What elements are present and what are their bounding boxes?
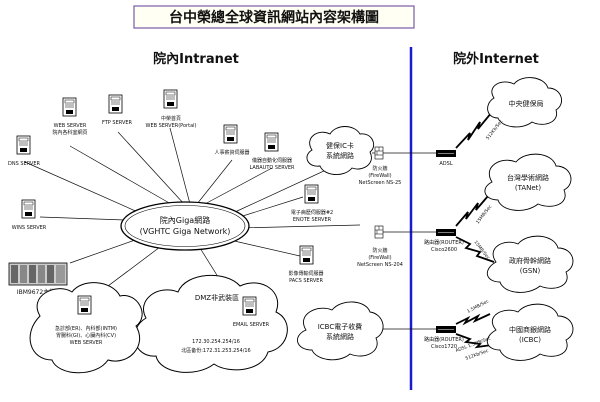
router-cisco1720-label-2: Cisco1720 [431,344,457,350]
server-portal-label-2: WEB SERVER(Portal) [146,123,197,129]
server-labauto: 儀器自動化伺服器 LABAUTO SERVER [250,132,296,171]
core-line1: 院內Giga網路 [160,215,210,225]
lightning-tanet [455,195,489,227]
diagram-title: 台中榮總全球資訊網站內容架構圖 [169,9,379,26]
cloud-icbc-bank: 中國商銀網路 (ICBC) [486,303,574,361]
cloud-icbc-bank-label-2: (ICBC) [519,336,541,344]
router-cisco2600: 路由器(ROUTER) Cisco2600 [424,228,464,253]
server-web-dept-label-1: WEB SERVER [54,123,87,129]
server-enote-label-2: ENOTE SERVER [293,217,332,223]
cloud-ic-card-label-1: 健保IC卡 [326,141,354,150]
lightning-gsn [455,236,495,263]
cloud-gsn-label-2: (GSN) [520,267,541,275]
server-labauto-label-1: 儀器自動化伺服器 [252,157,292,164]
cloud-icbc-system-label-2: 系統網路 [326,332,354,341]
lightning-icbc-bottom [455,333,493,349]
cloud-gsn-label-1: 政府骨幹網路 [509,256,551,265]
core-network: 院內Giga網路 (VGHTC Giga Network) [120,201,250,251]
lightning-icbc-top [455,313,491,326]
server-enote-label-1: 電子病歷伺服器#2 [291,209,333,216]
server-dns-label: DNS SERVER [8,161,40,167]
core-line2: (VGHTC Giga Network) [140,227,231,236]
speed-icbc-bottom-2: 512Kb/Sec [465,348,490,362]
server-pacs: 影像傳輸伺服器 PACS SERVER [288,245,324,284]
server-enote: 電子病歷伺服器#2 ENOTE SERVER [291,184,333,223]
dept-web-label-3: WEB SERVER [70,340,103,346]
server-ibm-mainframe: IBM9672主機 [8,262,68,296]
dmz-ip-1: 172.30.254.254/16 [192,339,240,345]
lightning-links [455,111,495,349]
cloud-icbc-bank-label-1: 中國商銀網路 [509,325,551,334]
dept-web-label-1: 急診部(ER)、內科部(INTM) [55,325,117,332]
server-wins-label: WINS SERVER [12,225,47,231]
intranet-heading: 院內Intranet [153,51,239,67]
cloud-gsn: 政府骨幹網路 (GSN) [486,235,574,293]
server-personnel-label: 人事薪資伺服器 [214,149,249,156]
cloud-tanet: 台灣學術網路 (TANet) [484,153,572,211]
router-cisco2600-label-1: 路由器(ROUTER) [424,239,464,246]
internet-heading: 院外Internet [453,51,539,67]
dept-web-cloud: 急診部(ER)、內科部(INTM) 胃腸科(GI)、心臟內科(CV) WEB S… [29,282,143,374]
server-web-dept: WEB SERVER 院內各科室網頁 [52,97,88,136]
firewall-ns25-label-3: NetScreen NS-25 [359,180,402,186]
server-web-dept-label-2: 院內各科室網頁 [52,129,87,136]
router-cisco2600-label-2: Cisco2600 [431,247,457,253]
firewall-ns204: 防火牆 (FireWall) NetScreen NS-204 [357,225,403,268]
firewall-ns204-label-2: (FireWall) [368,255,391,261]
cloud-ic-card-label-2: 系統網路 [326,151,354,160]
firewall-ns25: 防火牆 (FireWall) NetScreen NS-25 [359,146,402,186]
cloud-ic-card: 健保IC卡 系統網路 [306,126,374,175]
server-pacs-label-2: PACS SERVER [289,278,323,284]
title-box: 台中榮總全球資訊網站內容架構圖 [133,5,415,29]
cloud-tanet-label-1: 台灣學術網路 [507,173,549,182]
server-ftp: FTP SERVER [102,94,133,126]
server-pacs-label-1: 影像傳輸伺服器 [288,270,323,277]
router-cisco1720: 路由器(ROUTER) Cisco1720 [424,325,464,350]
router-cisco1720-label-1: 路由器(ROUTER) [424,336,464,343]
server-labauto-label-2: LABAUTO SERVER [250,165,296,171]
server-email-label: EMAIL SERVER [233,322,270,328]
speed-nhi: 512Kb/Sec [485,118,505,141]
server-ftp-label: FTP SERVER [102,120,133,126]
firewall-ns25-label-2: (FireWall) [368,173,391,179]
cloud-tanet-label-2: (TANet) [515,184,542,192]
firewall-ns204-label-1: 防火牆 [372,247,387,254]
firewall-ns25-label-1: 防火牆 [372,165,387,172]
server-ibm-label: IBM9672主機 [17,288,55,296]
speed-icbc-top: 1.5MB/Sec [466,298,490,315]
server-portal-label-1: 中榮首頁 [161,115,181,122]
router-adsl: ADSL [435,149,457,167]
dmz-label: DMZ非武裝區 [195,293,239,302]
router-adsl-label: ADSL [439,161,452,167]
cloud-nhi-label: 中央健保局 [509,99,544,108]
cloud-icbc-system-label-1: ICBC電子收費 [318,322,363,331]
dmz-ip-2: 北區备份:172.31.253.254/16 [181,347,251,354]
cloud-nhi: 中央健保局 [487,77,562,128]
lightning-nhi [455,111,493,149]
core-links [24,127,361,305]
cloud-icbc-system: ICBC電子收費 系統網路 [297,301,384,361]
firewall-ns204-label-3: NetScreen NS-204 [357,262,403,268]
dmz-cloud: DMZ非武裝區 EMAIL SERVER 172.30.254.254/16 北… [134,274,288,373]
dept-web-label-2: 胃腸科(GI)、心臟內科(CV) [56,332,116,339]
server-wins: WINS SERVER [12,199,47,231]
server-personnel: 人事薪資伺服器 [214,124,250,156]
server-dns: DNS SERVER [8,135,40,167]
server-portal: 中榮首頁 WEB SERVER(Portal) [146,89,197,129]
